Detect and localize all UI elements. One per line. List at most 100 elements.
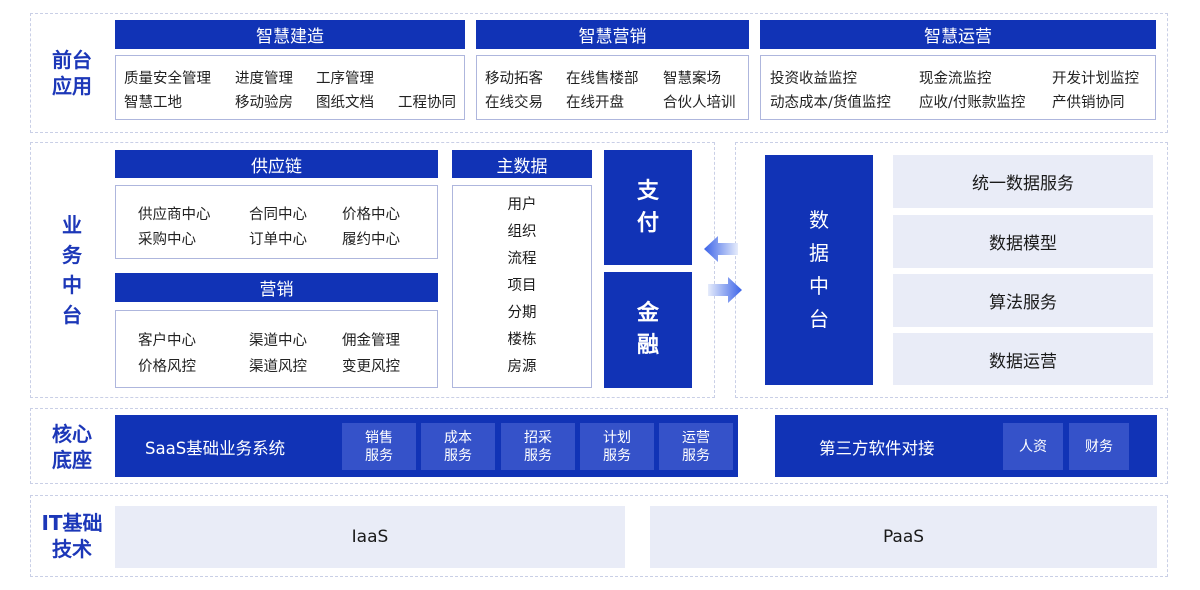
front-layer [30,13,1168,133]
smart-construction-box: 质量安全管理 进度管理 工序管理 智慧工地 移动验房 图纸文档 工程协同 [115,55,465,120]
list-item: 在线开盘 [566,95,624,111]
data-center-char: 中 [809,274,829,298]
list-item: 价格风控 [138,359,196,375]
list-item: 客户中心 [138,333,196,349]
finance-chip: 财务 [1069,423,1129,470]
supply-chain-header: 供应链 [115,150,438,178]
list-item: 订单中心 [249,232,307,248]
smart-construction-header: 智慧建造 [115,20,465,49]
master-data-list: 用户 组织 流程 项目 分期 楼栋 房源 [453,192,591,381]
list-item: 组织 [507,224,537,240]
list-item: 图纸文档 [316,95,374,111]
list-item: 佣金管理 [342,333,400,349]
chip-line: 服务 [444,447,472,464]
list-item: 工序管理 [316,71,374,87]
unified-data-service: 统一数据服务 [893,155,1153,208]
sales-service: 销售服务 [342,423,416,470]
it-label-line2: 技术 [52,537,92,561]
list-item: 投资收益监控 [770,71,857,87]
it-layer [30,495,1168,577]
payment-block: 支 付 [604,150,692,265]
procurement-service: 招采服务 [501,423,575,470]
list-item: 现金流监控 [919,71,992,87]
list-item: 渠道风控 [249,359,307,375]
business-layer-left [30,142,715,398]
plan-service: 计划服务 [580,423,654,470]
saas-system-label: SaaS基础业务系统 [145,439,286,458]
list-item: 分期 [507,305,537,321]
marketing-box: 客户中心 渠道中心 佣金管理 价格风控 渠道风控 变更风控 [115,310,438,388]
list-item: 开发计划监控 [1052,71,1139,87]
business-label-char: 台 [62,303,82,327]
business-label-char: 业 [62,213,82,237]
list-item: 智慧案场 [663,71,721,87]
chip-line: 招采 [524,429,552,446]
it-layer-label: IT基础 技术 [34,510,110,562]
front-label-line2: 应用 [52,74,92,98]
list-item: 渠道中心 [249,333,307,349]
hr-chip: 人资 [1003,423,1063,470]
list-item: 用户 [507,197,537,213]
chip-line: 服务 [524,447,552,464]
front-layer-label: 前台 应用 [38,47,106,99]
list-item: 供应商中心 [138,207,211,223]
chip-line: 成本 [444,429,472,446]
data-center-block: 数 据 中 台 [765,155,873,385]
finance-block: 金 融 [604,272,692,388]
core-layer [30,408,1168,484]
data-center-char: 台 [809,307,829,331]
list-item: 变更风控 [342,359,400,375]
data-center-char: 数 [809,208,829,232]
chip-line: 服务 [365,447,393,464]
finance-char: 金 [636,301,659,326]
smart-marketing-box: 移动拓客 在线售楼部 智慧案场 在线交易 在线开盘 合伙人培训 [476,55,749,120]
list-item: 在线售楼部 [566,71,639,87]
master-data-header: 主数据 [452,150,592,178]
smart-operation-header: 智慧运营 [760,20,1156,49]
business-layer-right [735,142,1168,398]
list-item: 楼栋 [507,332,537,348]
list-item: 工程协同 [398,95,456,111]
smart-marketing-header: 智慧营销 [476,20,749,49]
paas-block: PaaS [650,506,1157,568]
arrow-right-icon [708,277,742,303]
business-label-char: 中 [62,273,82,297]
payment-char: 付 [636,210,659,236]
chip-line: 服务 [603,447,631,464]
list-item: 合伙人培训 [663,95,736,111]
chip-line: 计划 [603,429,631,446]
list-item: 采购中心 [138,232,196,248]
core-label-line1: 核心 [52,422,92,446]
list-item: 移动验房 [235,95,293,111]
business-label-char: 务 [62,243,82,267]
list-item: 房源 [507,359,537,375]
chip-line: 服务 [682,447,710,464]
cost-service: 成本服务 [421,423,495,470]
list-item: 在线交易 [485,95,543,111]
iaas-block: IaaS [115,506,625,568]
list-item: 项目 [507,278,537,294]
list-item: 价格中心 [342,207,400,223]
it-label-line1: IT基础 [41,511,103,535]
core-layer-label: 核心 底座 [38,421,106,473]
marketing-header: 营销 [115,273,438,302]
list-item: 流程 [507,251,537,267]
list-item: 履约中心 [342,232,400,248]
list-item: 质量安全管理 [124,71,211,87]
algorithm-service: 算法服务 [893,274,1153,327]
core-label-line2: 底座 [52,448,92,472]
front-label-line1: 前台 [52,48,92,72]
list-item: 进度管理 [235,71,293,87]
finance-char: 融 [636,333,659,358]
list-item: 智慧工地 [124,95,182,111]
list-item: 动态成本/货值监控 [770,95,891,111]
list-item: 应收/付账款监控 [919,95,1026,111]
list-item: 移动拓客 [485,71,543,87]
third-party-label: 第三方软件对接 [819,439,935,458]
chip-line: 运营 [682,429,710,446]
supply-chain-box: 供应商中心 合同中心 价格中心 采购中心 订单中心 履约中心 [115,185,438,259]
data-model: 数据模型 [893,215,1153,268]
operation-service: 运营服务 [659,423,733,470]
business-layer-label: 业 务 中 台 [38,210,106,330]
master-data-box: 用户 组织 流程 项目 分期 楼栋 房源 [452,185,592,388]
